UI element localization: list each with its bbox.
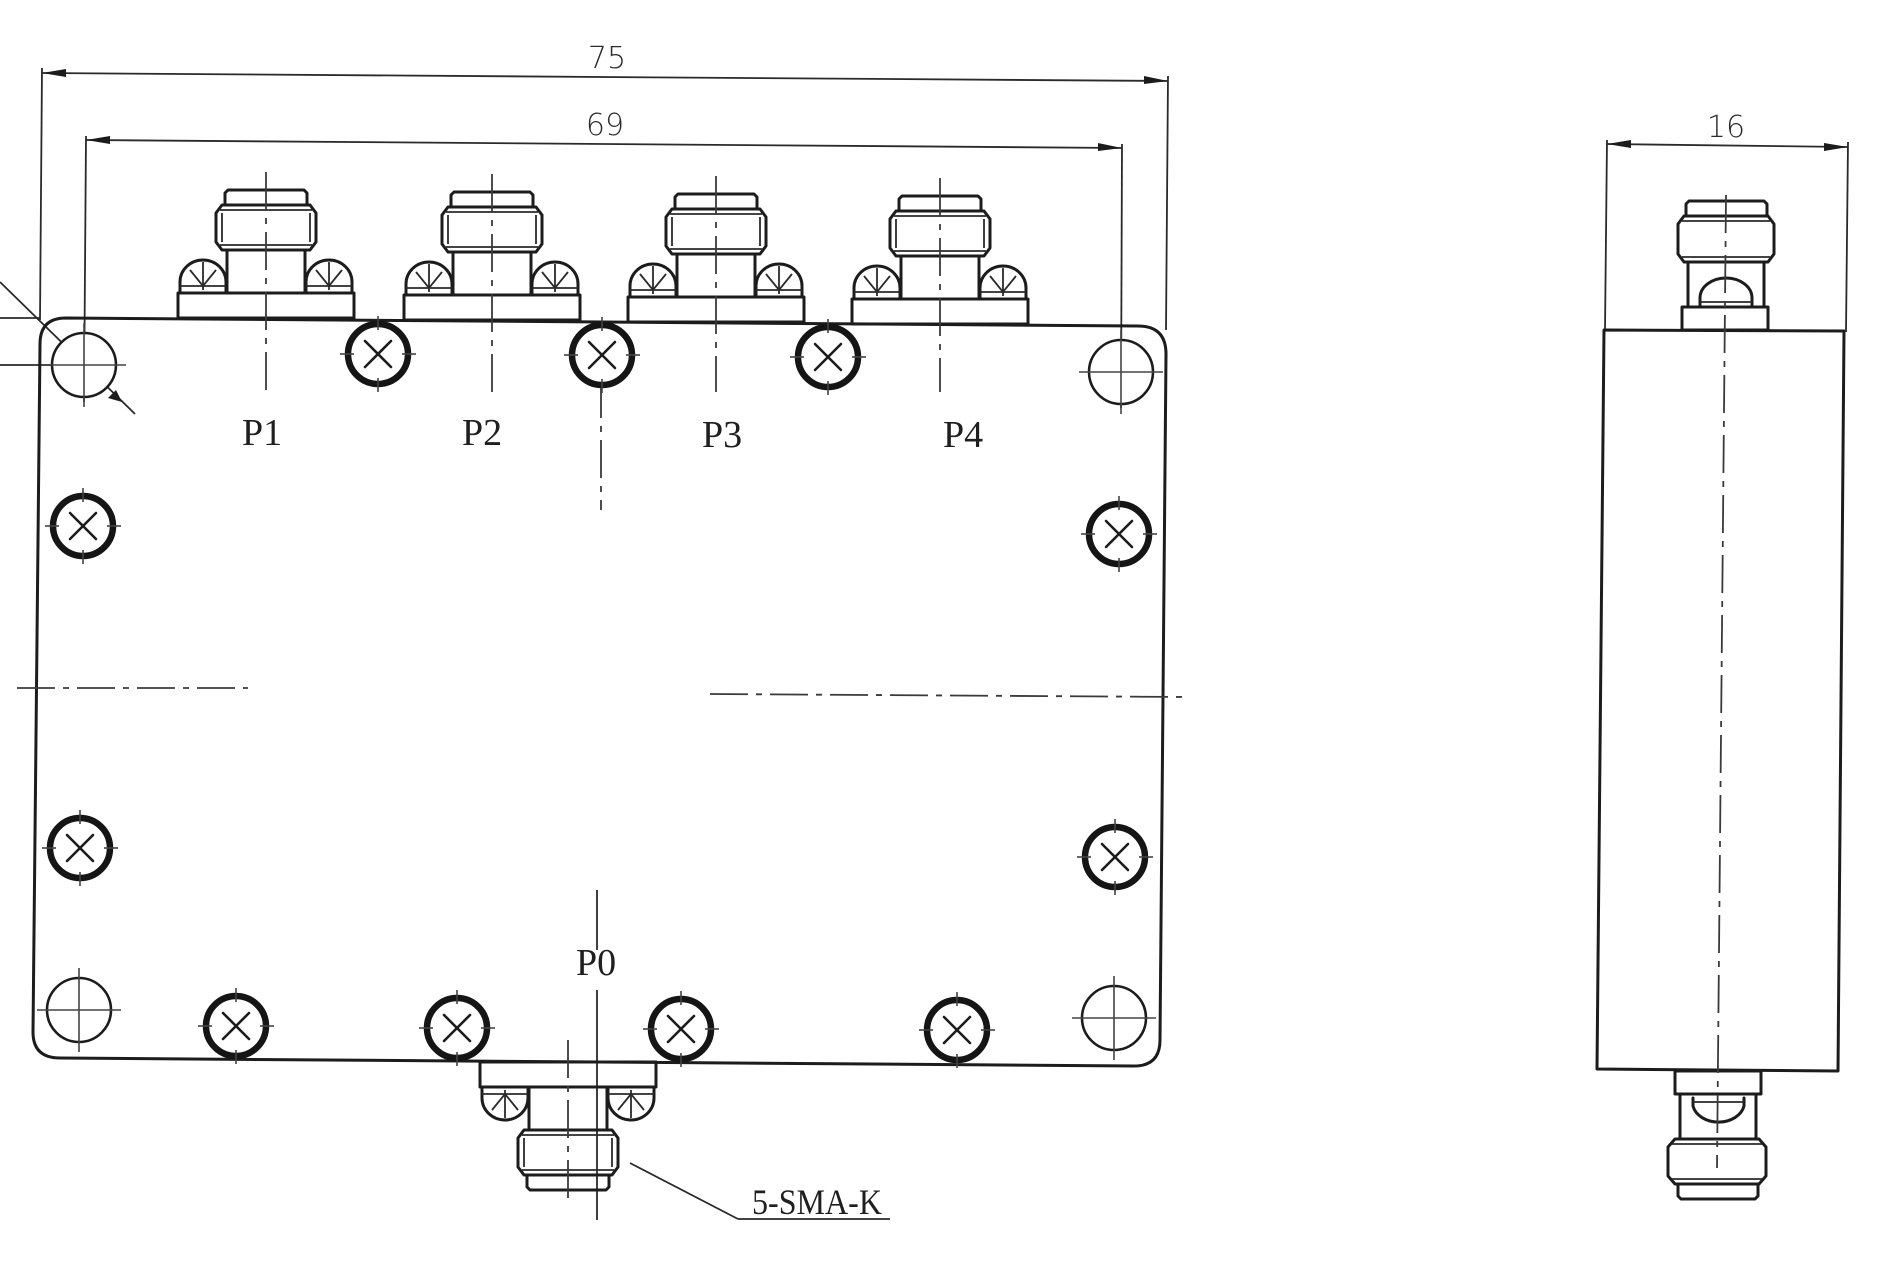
side-connector-bottom	[1666, 1069, 1768, 1201]
mounting-hole-bottom-right	[1070, 974, 1158, 1062]
dimension-69-label: 69	[586, 108, 624, 143]
port-label-p4: P4	[943, 414, 983, 456]
dimension-16-label: 16	[1707, 110, 1745, 145]
front-view: 75 69	[0, 41, 1189, 1222]
housing-outline	[31, 316, 1168, 1068]
mounting-hole-bottom-left	[35, 966, 123, 1054]
connector-p0	[478, 1040, 658, 1205]
screw-bottom-3	[643, 991, 719, 1067]
connector-spec-label: 5-SMA-K	[752, 1182, 882, 1222]
screw-left-1	[45, 488, 121, 564]
screw-top-2	[564, 317, 640, 393]
screw-bottom-4	[919, 992, 995, 1068]
screw-right-2	[1077, 819, 1153, 895]
screw-top-1	[340, 316, 416, 392]
screw-right-1	[1081, 496, 1157, 572]
screw-bottom-2	[419, 990, 495, 1066]
dimension-overall-length: 75	[39, 41, 1169, 331]
port-label-p0: P0	[576, 942, 616, 984]
connector-p3	[626, 176, 806, 392]
connector-p2	[402, 174, 582, 392]
port-label-p1: P1	[242, 412, 282, 454]
side-vertical-centerline	[1716, 194, 1727, 1169]
side-view: 16	[1595, 110, 1849, 1201]
screw-bottom-1	[198, 988, 274, 1064]
dimension-75-label: 75	[588, 41, 626, 76]
screw-top-3	[790, 319, 866, 395]
port-label-p3: P3	[702, 414, 742, 456]
connector-p1	[176, 172, 356, 390]
port-label-p2: P2	[462, 412, 502, 454]
dimension-thickness: 16	[1604, 110, 1849, 333]
mounting-hole-top-right	[1077, 328, 1165, 416]
screw-left-2	[42, 810, 118, 886]
horizontal-centerline-right	[709, 693, 1189, 698]
connector-callout: 5-SMA-K	[629, 1162, 890, 1222]
connector-p4	[850, 178, 1030, 392]
